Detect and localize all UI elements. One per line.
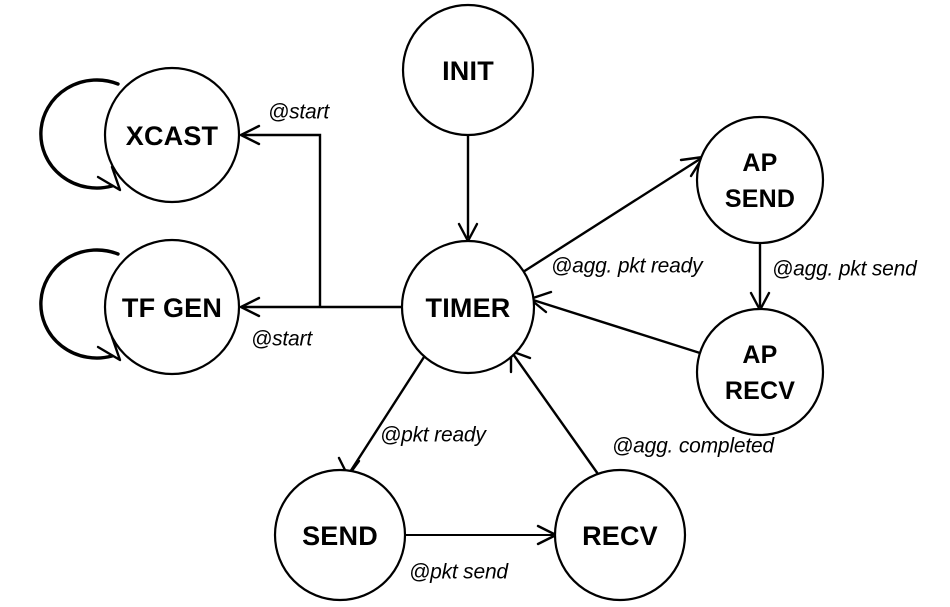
self-loop-tfgen [39, 248, 122, 362]
node-init[interactable]: INIT [401, 3, 535, 137]
node-init-label: INIT [442, 56, 494, 86]
edge-timer-tfgen-arrowhead [239, 296, 261, 318]
tfgen-self-loop-arrowhead [96, 335, 122, 362]
self-loop-xcast [39, 78, 122, 192]
node-send-label: SEND [302, 521, 378, 551]
node-recv-circle[interactable] [553, 468, 687, 602]
node-recv-label: RECV [582, 521, 658, 551]
node-xcast-circle[interactable] [103, 66, 241, 204]
edge-aprecv-to-timer [528, 290, 701, 355]
edge-label-agg-pkt-ready: @agg. pkt ready [551, 255, 704, 278]
edge-timer-send-line [348, 356, 426, 473]
node-timer[interactable]: TIMER [400, 239, 536, 375]
edge-init-to-timer [457, 136, 479, 243]
node-ap-recv-circle[interactable] [695, 307, 825, 437]
edge-timer-xcast-arrowhead [239, 124, 261, 146]
node-timer-circle[interactable] [400, 239, 536, 375]
edge-timer-to-xcast [239, 124, 322, 307]
edge-timer-to-send [337, 356, 426, 478]
node-xcast-label: XCAST [126, 121, 219, 151]
node-tfgen-circle[interactable] [103, 238, 241, 376]
xcast-self-loop-arrowhead [96, 165, 122, 192]
edge-timer-to-tfgen [239, 296, 402, 318]
node-send[interactable]: SEND [273, 468, 407, 602]
edge-timer-apsend-line [522, 157, 701, 274]
node-ap-send-label-line1: AP [742, 149, 777, 177]
edge-label-pkt-send: @pkt send [409, 561, 509, 584]
node-ap-recv[interactable]: AP RECV [695, 307, 825, 437]
edge-label-pkt-ready: @pkt ready [380, 424, 487, 447]
node-ap-send[interactable]: AP SEND [695, 115, 825, 245]
edge-label-agg-pkt-send: @agg. pkt send [772, 258, 918, 281]
edge-label-start-tfgen: @start [251, 328, 313, 351]
node-xcast[interactable]: XCAST [103, 66, 241, 204]
node-tfgen-label: TF GEN [122, 293, 222, 323]
edge-apsend-to-aprecv [749, 244, 771, 312]
node-ap-send-circle[interactable] [695, 115, 825, 245]
edge-recv-timer-line [512, 353, 599, 475]
xcast-self-loop-arc [39, 78, 120, 190]
node-ap-recv-label-line2: RECV [725, 377, 795, 405]
node-ap-recv-label-line1: AP [742, 341, 777, 369]
edge-recv-to-timer [509, 349, 599, 475]
node-send-circle[interactable] [273, 468, 407, 602]
node-recv[interactable]: RECV [553, 468, 687, 602]
edge-timer-xcast-line [243, 133, 322, 307]
edge-aprecv-timer-line [532, 298, 701, 355]
node-init-circle[interactable] [401, 3, 535, 137]
node-tfgen[interactable]: TF GEN [103, 238, 241, 376]
edge-label-start-xcast: @start [268, 101, 330, 124]
node-ap-send-label-line2: SEND [725, 185, 795, 213]
node-timer-label: TIMER [426, 293, 511, 323]
tfgen-self-loop-arc [39, 248, 120, 360]
edge-send-to-recv [406, 524, 558, 546]
edge-label-agg-completed: @agg. completed [612, 435, 775, 458]
